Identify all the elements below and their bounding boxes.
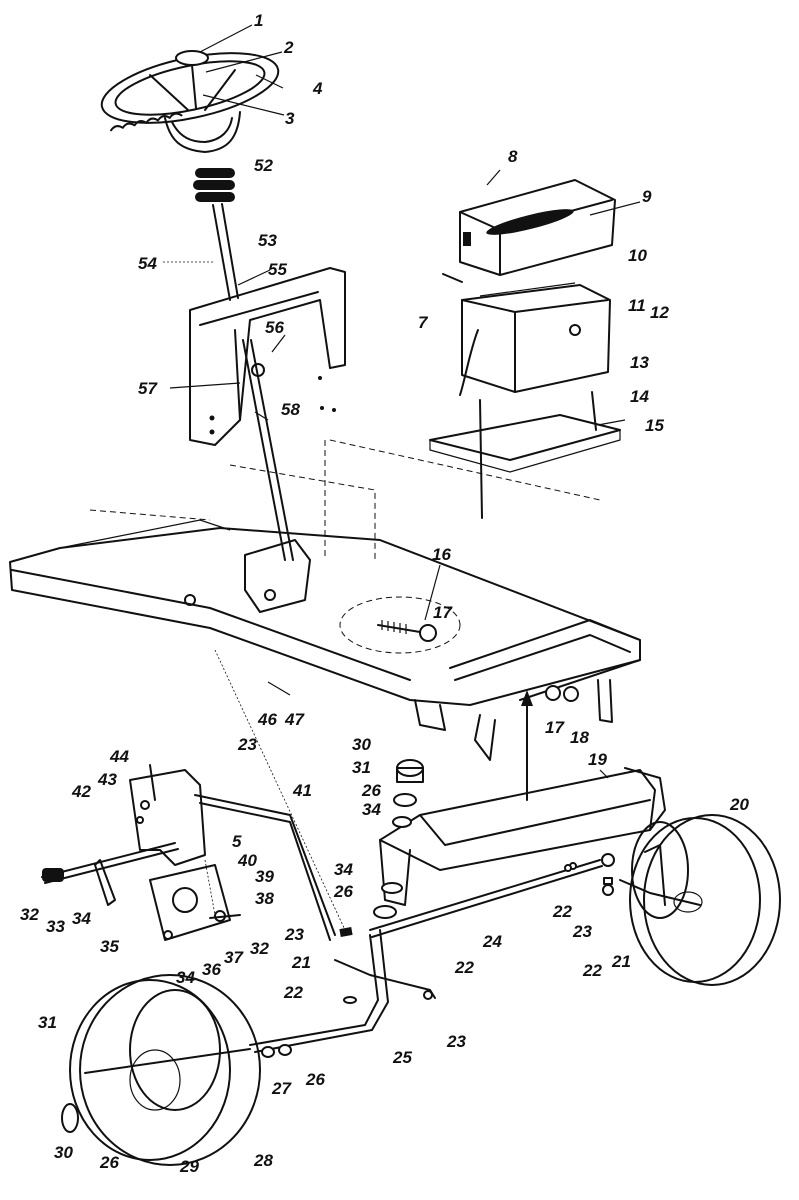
part-number-labels: 1 2 4 3 52 53 54 55 56 57 58 8 9 10 7 11… <box>20 11 749 1176</box>
part-label-42: 42 <box>71 782 91 801</box>
part-label-43: 43 <box>97 770 117 789</box>
part-label-21b: 21 <box>611 952 631 971</box>
part-label-15: 15 <box>645 416 664 435</box>
part-label-5: 5 <box>232 832 242 851</box>
part-label-46: 46 <box>257 710 277 729</box>
part-label-29: 29 <box>179 1157 199 1176</box>
part-label-3: 3 <box>285 109 295 128</box>
hitch-bolt <box>377 620 579 702</box>
part-label-2: 2 <box>283 38 294 57</box>
part-label-21a: 21 <box>291 953 311 972</box>
part-label-52: 52 <box>254 156 273 175</box>
part-label-32b: 32 <box>250 939 269 958</box>
drag-link <box>194 649 353 941</box>
battery-cover <box>459 179 616 276</box>
part-label-37: 37 <box>224 948 244 967</box>
part-label-28: 28 <box>253 1151 273 1170</box>
part-label-24: 24 <box>482 932 502 951</box>
part-label-34c: 34 <box>72 909 91 928</box>
part-label-44: 44 <box>109 747 129 766</box>
part-label-10: 10 <box>628 246 647 265</box>
part-label-17a: 17 <box>433 603 453 622</box>
tie-rod <box>369 853 615 938</box>
part-label-31b: 31 <box>38 1013 57 1032</box>
part-label-19: 19 <box>588 750 607 769</box>
leader-lines <box>169 24 641 779</box>
part-label-23c: 23 <box>572 922 592 941</box>
part-label-26b: 26 <box>333 882 353 901</box>
part-label-32a: 32 <box>20 905 39 924</box>
part-label-40: 40 <box>237 851 257 870</box>
part-label-35: 35 <box>100 937 119 956</box>
part-label-17b: 17 <box>545 718 565 737</box>
part-label-30a: 30 <box>352 735 371 754</box>
part-label-18: 18 <box>570 728 589 747</box>
battery-tray <box>429 391 621 519</box>
part-label-20: 20 <box>729 795 749 814</box>
battery <box>442 273 611 396</box>
part-label-34d: 34 <box>176 968 195 987</box>
part-label-22a: 22 <box>283 983 303 1002</box>
steering-shaft <box>163 203 239 301</box>
part-label-4: 4 <box>312 79 323 98</box>
part-label-9: 9 <box>642 187 652 206</box>
lift-linkage <box>41 764 241 941</box>
part-label-33: 33 <box>46 917 65 936</box>
part-label-25: 25 <box>392 1048 412 1067</box>
part-label-8: 8 <box>508 147 518 166</box>
left-spindle <box>249 929 436 1053</box>
part-label-13: 13 <box>630 353 649 372</box>
part-label-11: 11 <box>628 296 646 315</box>
part-label-22b: 22 <box>454 958 474 977</box>
part-label-57: 57 <box>138 379 158 398</box>
part-label-31a: 31 <box>352 758 371 777</box>
part-label-39: 39 <box>255 867 274 886</box>
part-label-38: 38 <box>255 889 274 908</box>
steering-spring <box>193 168 235 202</box>
part-label-23a: 23 <box>237 735 257 754</box>
part-label-34b: 34 <box>334 860 353 879</box>
steering-wheel <box>100 50 280 153</box>
part-label-54: 54 <box>138 254 157 273</box>
right-front-wheel <box>629 814 781 986</box>
part-label-23d: 23 <box>446 1032 466 1051</box>
part-label-14: 14 <box>630 387 649 406</box>
part-label-23b: 23 <box>284 925 304 944</box>
part-label-47: 47 <box>284 710 305 729</box>
part-label-26d: 26 <box>99 1153 119 1172</box>
front-axle <box>373 759 666 919</box>
lift-lever <box>242 339 294 561</box>
part-label-26a: 26 <box>361 781 381 800</box>
part-label-30b: 30 <box>54 1143 73 1162</box>
part-label-36: 36 <box>202 960 221 979</box>
left-front-wheel <box>61 974 292 1166</box>
part-label-7: 7 <box>418 313 429 332</box>
part-label-41: 41 <box>292 781 312 800</box>
part-label-16: 16 <box>432 545 451 564</box>
part-label-22c: 22 <box>552 902 572 921</box>
part-label-12: 12 <box>650 303 669 322</box>
dash-panel <box>189 267 346 446</box>
part-label-55: 55 <box>268 260 287 279</box>
part-label-26c: 26 <box>305 1070 325 1089</box>
part-label-1: 1 <box>254 11 263 30</box>
part-label-56: 56 <box>265 318 284 337</box>
right-spindle <box>602 844 701 906</box>
part-label-58: 58 <box>281 400 300 419</box>
part-label-34a: 34 <box>362 800 381 819</box>
main-frame <box>9 519 641 761</box>
part-label-53: 53 <box>258 231 277 250</box>
part-label-27: 27 <box>271 1079 292 1098</box>
part-label-22d: 22 <box>582 961 602 980</box>
